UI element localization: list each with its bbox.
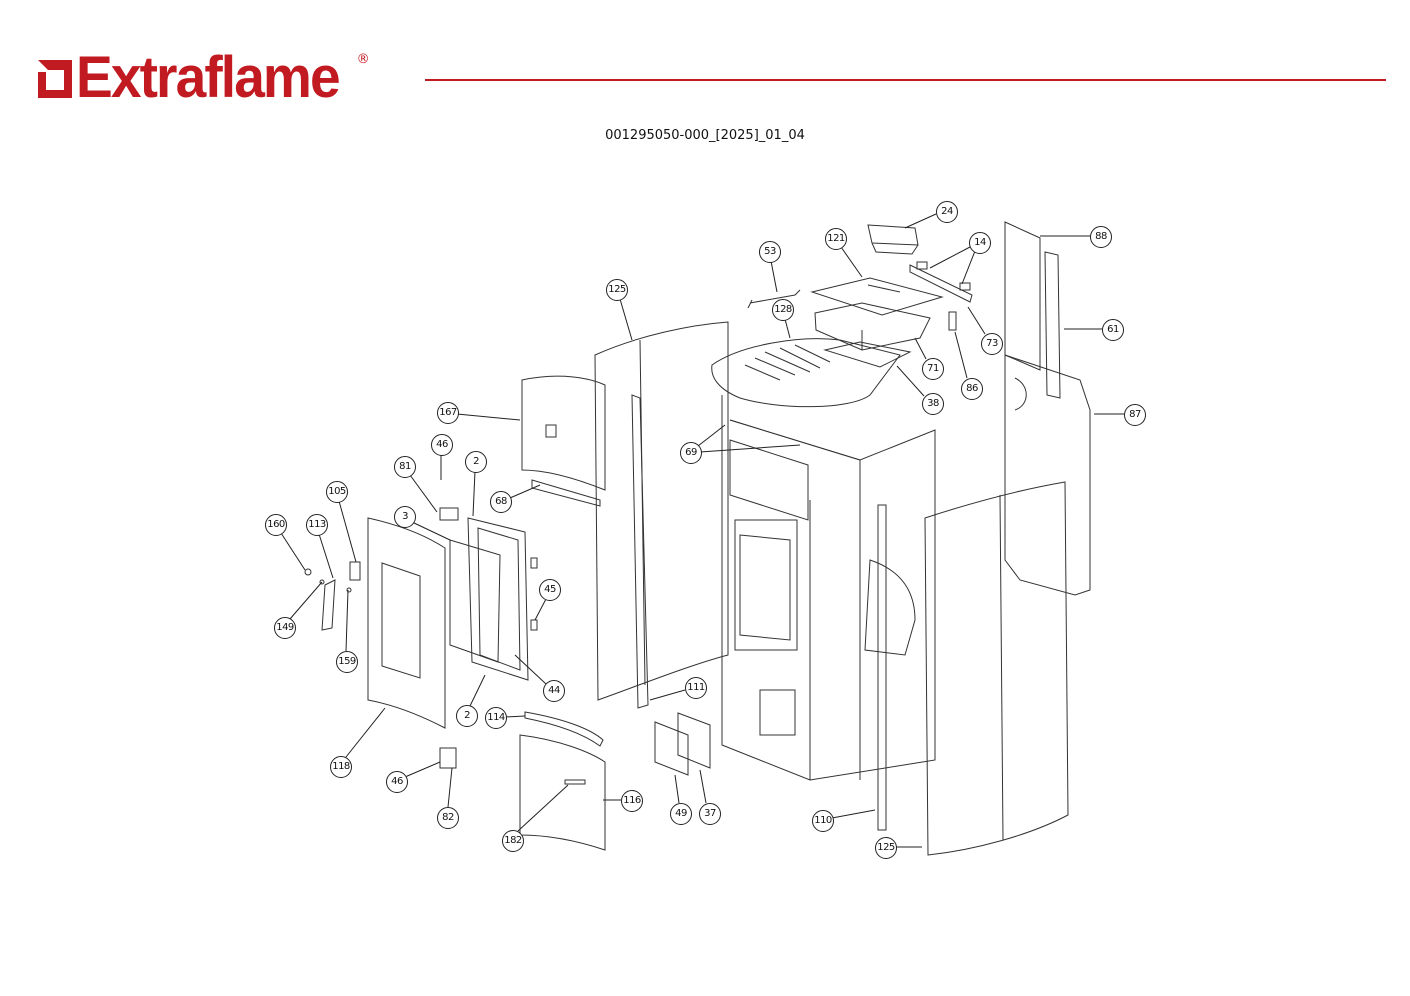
- part-bracket-68: [531, 479, 601, 507]
- callout-73: 73: [981, 333, 1003, 355]
- callout-49: 49: [670, 803, 692, 825]
- callout-24: 24: [936, 201, 958, 223]
- part-top-grille: [711, 338, 901, 408]
- callout-182: 182: [502, 830, 524, 852]
- part-lower-panel-116: [519, 734, 606, 851]
- part-back-panel-88: [1004, 221, 1041, 371]
- callout-53: 53: [759, 241, 781, 263]
- callout-3: 3: [394, 506, 416, 528]
- part-back-frame-87: [1004, 354, 1091, 596]
- callout-159: 159: [336, 651, 358, 673]
- extraflame-logo: Extraflame ®: [34, 48, 370, 108]
- callout-125-lower: 125: [875, 837, 897, 859]
- registered-mark: ®: [356, 52, 370, 67]
- callout-71: 71: [922, 358, 944, 380]
- callout-128: 128: [772, 299, 794, 321]
- callout-45: 45: [539, 579, 561, 601]
- part-rail-111: [631, 394, 649, 709]
- part-glass-3: [449, 539, 501, 663]
- part-control-panel: [867, 224, 919, 255]
- part-stove-body: [721, 395, 936, 781]
- part-rail-61: [1044, 251, 1061, 399]
- leader-lines: [280, 213, 1124, 848]
- part-top-cover: [810, 277, 944, 316]
- callout-87: 87: [1124, 404, 1146, 426]
- flame-logo-icon: [34, 56, 76, 102]
- callout-167: 167: [437, 402, 459, 424]
- callout-116: 116: [621, 790, 643, 812]
- callout-38: 38: [922, 393, 944, 415]
- part-side-panel-left: [594, 321, 729, 701]
- part-bracket-114: [524, 711, 604, 747]
- callout-88: 88: [1090, 226, 1112, 248]
- callout-118: 118: [330, 756, 352, 778]
- callout-121: 121: [825, 228, 847, 250]
- callout-68: 68: [490, 491, 512, 513]
- callout-82: 82: [437, 807, 459, 829]
- callout-44: 44: [543, 680, 565, 702]
- callout-113: 113: [306, 514, 328, 536]
- part-top-box: [814, 302, 931, 351]
- brand-name: Extraflame: [76, 45, 341, 110]
- callout-105: 105: [326, 481, 348, 503]
- document-code: 001295050-000_[2025]_01_04: [605, 128, 805, 143]
- part-frame-2: [467, 517, 529, 681]
- part-bracket-73: [909, 261, 973, 331]
- part-door-118: [367, 517, 446, 729]
- header-rule: [425, 79, 1386, 81]
- callout-86: 86: [961, 378, 983, 400]
- callout-46-lower: 46: [386, 771, 408, 793]
- callout-110: 110: [812, 810, 834, 832]
- part-rail-110: [877, 504, 887, 831]
- callout-125: 125: [606, 279, 628, 301]
- callout-14: 14: [969, 232, 991, 254]
- callout-160: 160: [265, 514, 287, 536]
- callout-46: 46: [431, 434, 453, 456]
- part-inspection-plates: [654, 712, 711, 776]
- callout-61: 61: [1102, 319, 1124, 341]
- part-gasket: [823, 341, 912, 368]
- callout-149: 149: [274, 617, 296, 639]
- callout-114: 114: [485, 707, 507, 729]
- part-bracket-53: [747, 289, 801, 309]
- part-front-panel-167: [521, 375, 606, 491]
- part-side-panel-right: [924, 481, 1069, 856]
- callout-2: 2: [465, 451, 487, 473]
- callout-37: 37: [699, 803, 721, 825]
- callout-69: 69: [680, 442, 702, 464]
- callout-81: 81: [394, 456, 416, 478]
- callout-2-lower: 2: [456, 705, 478, 727]
- part-hinges: [304, 507, 538, 769]
- callout-111: 111: [685, 677, 707, 699]
